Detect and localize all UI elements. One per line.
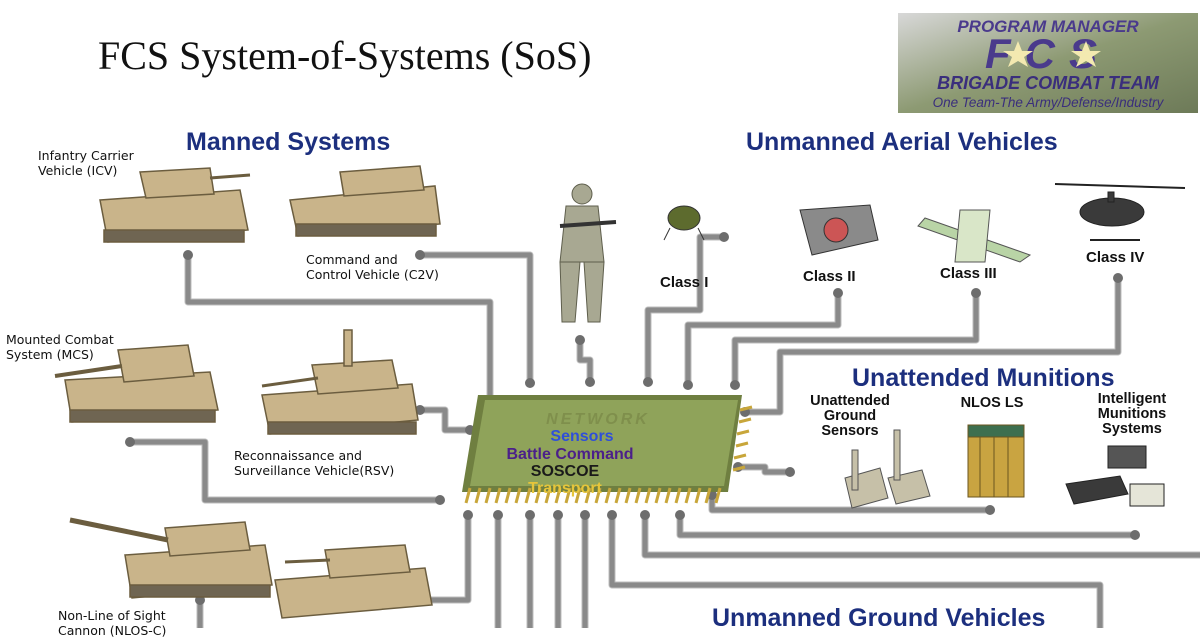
logo-line3: One Team-The Army/Defense/Industry <box>933 95 1165 110</box>
chip-line-sensors: Sensors <box>550 428 613 445</box>
vehicle-icv <box>99 167 251 243</box>
vehicle-mcs <box>54 344 219 423</box>
vehicle-nlos-c <box>69 517 273 599</box>
label-rsv: Reconnaissance and Surveillance Vehicle(… <box>234 448 395 478</box>
logo-line1: PROGRAM MANAGER <box>957 17 1139 36</box>
label-class-3: Class III <box>940 265 997 282</box>
label-ugs: Unattended Ground Sensors <box>810 393 890 439</box>
chip-line-transport: Transport <box>528 480 602 497</box>
label-class-2: Class II <box>803 268 856 285</box>
logo-line2: BRIGADE COMBAT TEAM <box>937 73 1160 93</box>
uav-class-1 <box>663 205 705 241</box>
label-nlos-ls: NLOS LS <box>960 395 1024 411</box>
vehicle-rsv <box>261 329 419 435</box>
chip-line-soscoe: SOSCOE <box>531 463 600 480</box>
network-chip: NETWORK Sensors Battle Command SOSCOE Tr… <box>462 395 753 504</box>
soldier <box>559 183 617 323</box>
label-class-4: Class IV <box>1086 249 1145 266</box>
fcs-logo: PROGRAM MANAGER FCS BRIGADE COMBAT TEAM … <box>898 13 1198 113</box>
vehicle-fifth <box>274 544 433 619</box>
chip-network-label: NETWORK <box>546 411 650 428</box>
section-manned-systems: Manned Systems <box>186 128 391 156</box>
section-unattended-munitions: Unattended Munitions <box>852 364 1115 392</box>
page-title: FCS System-of-Systems (SoS) <box>98 33 592 78</box>
uav-class-4 <box>1054 183 1186 241</box>
section-unmanned-ground-vehicles: Unmanned Ground Vehicles <box>712 604 1046 632</box>
label-c2v: Command and Control Vehicle (C2V) <box>306 252 439 282</box>
uav-class-3 <box>917 209 1032 263</box>
label-icv: Infantry Carrier Vehicle (ICV) <box>38 148 134 178</box>
label-class-1: Class I <box>660 274 709 291</box>
label-nlos-c: Non-Line of Sight Cannon (NLOS-C) <box>58 608 167 638</box>
ims-devices <box>1065 445 1165 507</box>
ugs-sensors <box>844 429 931 509</box>
nlos-ls-container <box>967 424 1025 498</box>
label-ims: Intelligent Munitions Systems <box>1097 391 1167 437</box>
section-unmanned-aerial-vehicles: Unmanned Aerial Vehicles <box>746 128 1058 156</box>
vehicle-c2v <box>289 165 441 237</box>
label-mcs: Mounted Combat System (MCS) <box>6 332 114 362</box>
network-connectors <box>130 233 1200 628</box>
uav-class-2 <box>799 204 879 256</box>
chip-line-battle-command: Battle Command <box>506 446 633 463</box>
